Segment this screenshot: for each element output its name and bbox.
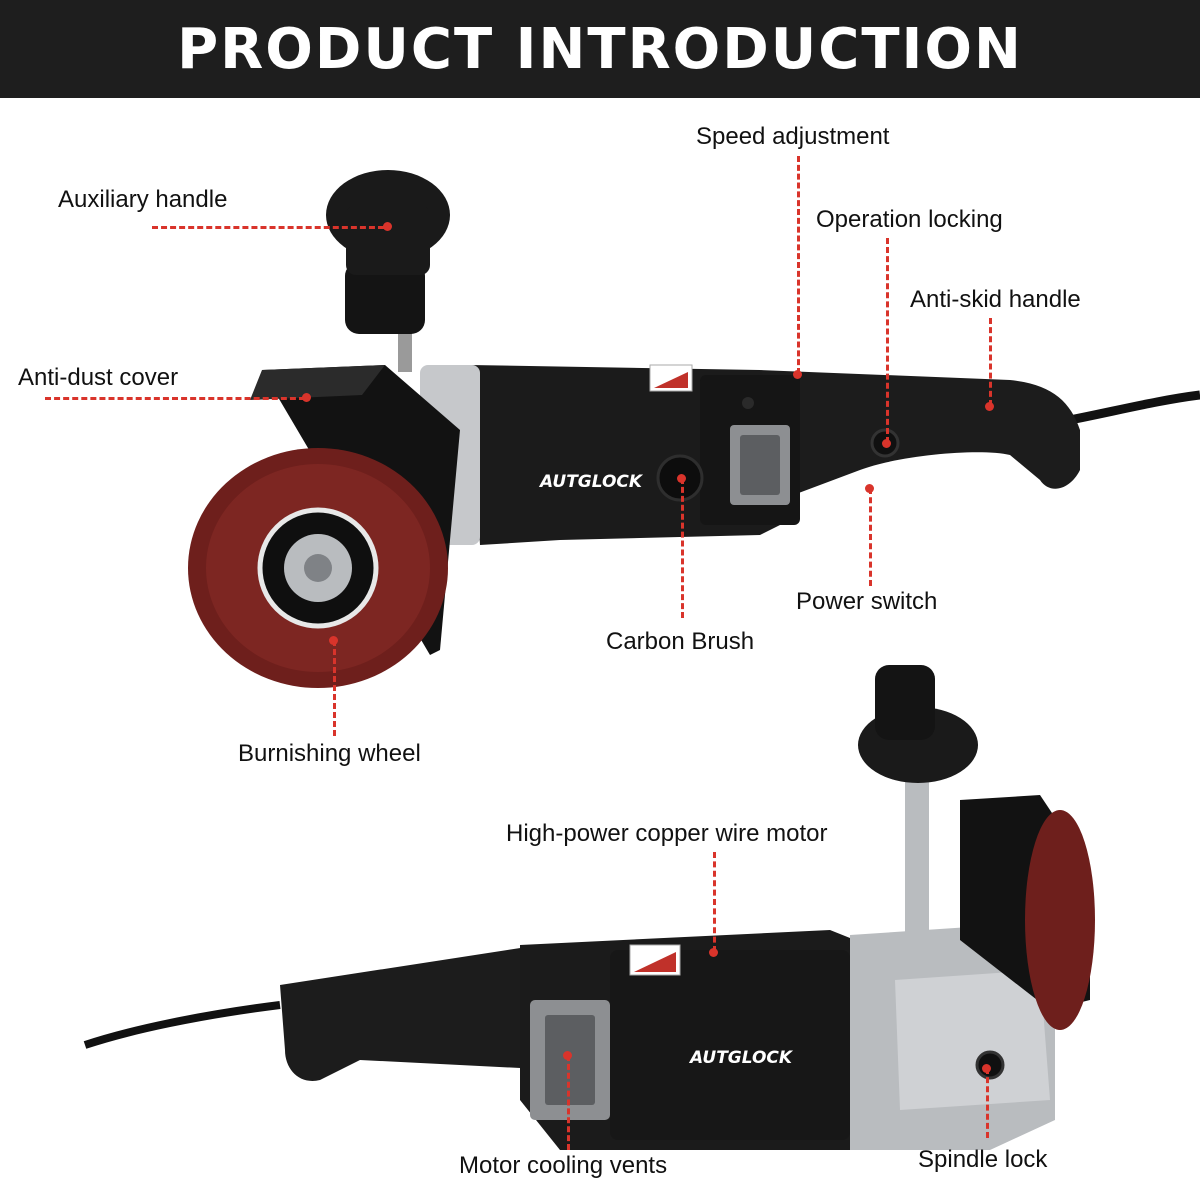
label-anti-skid-handle: Anti-skid handle xyxy=(910,286,1081,313)
dot-carbon-brush xyxy=(677,474,686,483)
leader-motor xyxy=(713,852,716,952)
leader-carbon-brush xyxy=(681,478,684,618)
dot-spindle-lock xyxy=(982,1064,991,1073)
leader-burnishing-wheel xyxy=(333,640,336,736)
dot-motor xyxy=(709,948,718,957)
dot-power-switch xyxy=(865,484,874,493)
brand-logo-bottom: AUTGLOCK xyxy=(688,1048,794,1068)
leader-operation-locking xyxy=(886,238,889,443)
leader-cooling-vents xyxy=(567,1055,570,1150)
page-title: PRODUCT INTRODUCTION xyxy=(177,16,1023,82)
leader-auxiliary-handle xyxy=(152,226,384,229)
brand-logo: AUTGLOCK xyxy=(538,472,644,492)
label-operation-locking: Operation locking xyxy=(816,206,1003,233)
label-burnishing-wheel: Burnishing wheel xyxy=(238,740,421,767)
leader-speed-adjustment xyxy=(797,156,800,374)
tool-illustration: AUTGLOCK AUTGLOCK xyxy=(83,170,1200,1150)
label-auxiliary-handle: Auxiliary handle xyxy=(58,186,228,213)
dot-operation-locking xyxy=(882,439,891,448)
leader-spindle-lock xyxy=(986,1068,989,1138)
dot-auxiliary-handle xyxy=(383,222,392,231)
label-motor: High-power copper wire motor xyxy=(506,820,828,847)
label-power-switch: Power switch xyxy=(796,588,938,615)
dot-speed-adjustment xyxy=(793,370,802,379)
label-spindle-lock: Spindle lock xyxy=(918,1146,1048,1173)
title-banner: PRODUCT INTRODUCTION xyxy=(0,0,1200,98)
leader-power-switch xyxy=(869,488,872,586)
dot-burnishing-wheel xyxy=(329,636,338,645)
leader-anti-skid-handle xyxy=(989,318,992,406)
label-anti-dust-cover: Anti-dust cover xyxy=(18,364,179,391)
leader-anti-dust-cover xyxy=(45,397,305,400)
dot-anti-dust-cover xyxy=(302,393,311,402)
dot-cooling-vents xyxy=(563,1051,572,1060)
dot-anti-skid-handle xyxy=(985,402,994,411)
top-tool: AUTGLOCK xyxy=(188,170,1200,688)
bottom-tool: AUTGLOCK xyxy=(83,665,1095,1150)
label-speed-adjustment: Speed adjustment xyxy=(696,123,890,150)
label-cooling-vents: Motor cooling vents xyxy=(459,1152,668,1179)
label-carbon-brush: Carbon Brush xyxy=(606,628,755,655)
